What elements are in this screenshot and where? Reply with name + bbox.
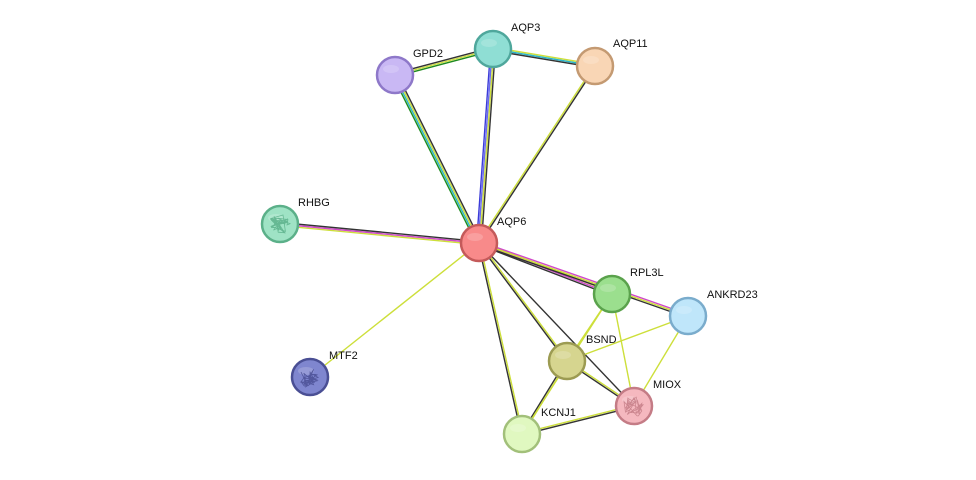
- edge-evidence-line: [478, 243, 688, 319]
- node-highlight: [676, 306, 692, 314]
- edge-aqp6-kcnj1[interactable]: [477, 242, 524, 435]
- edge-evidence-line: [478, 243, 612, 297]
- node-circle: [547, 341, 587, 381]
- edge-aqp6-aqp3[interactable]: [475, 48, 497, 244]
- edge-aqp6-gpd2[interactable]: [392, 73, 482, 245]
- edge-evidence-line: [521, 404, 634, 434]
- edge-aqp6-ankrd23[interactable]: [478, 240, 689, 319]
- node-rhbg[interactable]: RHBG: [260, 197, 330, 244]
- node-aqp11[interactable]: AQP11: [575, 38, 648, 86]
- edge-evidence-line: [393, 75, 479, 244]
- node-label: KCNJ1: [541, 407, 576, 419]
- node-highlight: [481, 39, 497, 47]
- edge-evidence-line: [566, 315, 689, 362]
- node-kcnj1[interactable]: KCNJ1: [502, 407, 576, 454]
- node-label: AQP3: [511, 22, 540, 34]
- node-ankrd23[interactable]: ANKRD23: [668, 289, 758, 336]
- node-circle: [459, 223, 499, 263]
- edge-evidence-line: [522, 406, 635, 436]
- edge-evidence-line: [478, 242, 635, 407]
- edge-bsnd-ankrd23[interactable]: [566, 315, 689, 362]
- node-highlight: [583, 56, 599, 64]
- edge-evidence-line: [279, 223, 480, 244]
- node-mtf2[interactable]: MTF2: [290, 350, 358, 397]
- node-circle: [502, 414, 542, 454]
- node-highlight: [467, 233, 483, 241]
- edge-aqp6-bsnd[interactable]: [477, 242, 569, 362]
- edge-evidence-line: [477, 65, 595, 243]
- node-bsnd[interactable]: BSND: [547, 334, 617, 381]
- node-label: MIOX: [653, 379, 682, 391]
- edge-evidence-line: [480, 49, 497, 244]
- node-highlight: [555, 351, 571, 359]
- node-label: RHBG: [298, 197, 330, 209]
- node-circle: [592, 274, 632, 314]
- edge-aqp6-rhbg[interactable]: [279, 221, 480, 246]
- edge-evidence-line: [392, 75, 478, 245]
- protein-structure-icon: [623, 396, 644, 417]
- node-circle: [473, 29, 513, 69]
- node-label: ANKRD23: [707, 289, 758, 301]
- edge-evidence-line: [479, 49, 495, 244]
- edge-evidence-line: [479, 242, 524, 434]
- node-circle: [375, 55, 415, 95]
- edge-evidence-line: [479, 240, 689, 316]
- node-aqp6[interactable]: AQP6: [459, 216, 526, 263]
- node-gpd2[interactable]: GPD2: [375, 48, 443, 95]
- node-label: GPD2: [413, 48, 443, 60]
- node-highlight: [383, 65, 399, 73]
- edge-evidence-line: [396, 73, 482, 243]
- node-highlight: [510, 424, 526, 432]
- node-highlight: [600, 284, 616, 292]
- node-label: RPL3L: [630, 267, 664, 279]
- node-circle: [575, 46, 615, 86]
- node-aqp3[interactable]: AQP3: [473, 22, 540, 69]
- edge-evidence-line: [475, 48, 492, 243]
- protein-structure-icon: [299, 369, 320, 388]
- edge-evidence-line: [309, 242, 480, 378]
- edge-aqp6-miox[interactable]: [478, 242, 635, 407]
- edge-evidence-line: [479, 66, 597, 244]
- node-label: BSND: [586, 334, 617, 346]
- edge-evidence-line: [477, 48, 493, 243]
- edge-aqp6-aqp11[interactable]: [477, 65, 597, 244]
- edge-aqp6-mtf2[interactable]: [309, 242, 480, 378]
- node-label: AQP11: [613, 38, 648, 50]
- edge-evidence-line: [478, 242, 689, 317]
- edge-evidence-line: [477, 243, 522, 435]
- protein-structure-icon: [269, 214, 292, 234]
- node-label: AQP6: [497, 216, 526, 228]
- edge-evidence-line: [279, 224, 479, 246]
- node-rpl3l[interactable]: RPL3L: [592, 267, 664, 314]
- edge-evidence-line: [479, 242, 569, 361]
- edge-evidence-line: [280, 221, 480, 243]
- edge-kcnj1-miox[interactable]: [521, 404, 635, 436]
- node-miox[interactable]: MIOX: [614, 379, 682, 426]
- node-circle: [668, 296, 708, 336]
- edge-evidence-line: [477, 243, 567, 362]
- node-label: MTF2: [329, 350, 358, 362]
- edge-evidence-line: [395, 74, 481, 243]
